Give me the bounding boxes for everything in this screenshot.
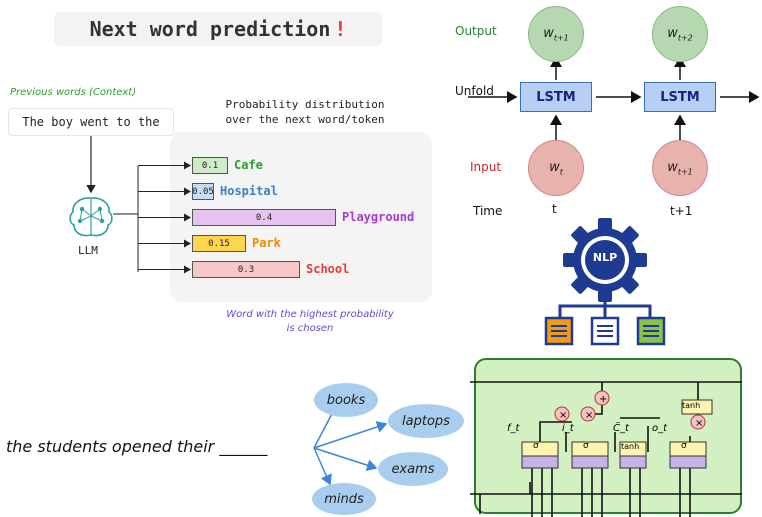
svg-text:×: × xyxy=(559,410,567,421)
probability-bar-label: Hospital xyxy=(220,184,278,198)
nlp-gear-icon xyxy=(544,218,666,346)
gate-label-o: o_t xyxy=(652,423,668,434)
probability-bar-label: Playground xyxy=(342,210,415,224)
input-node-1: wt xyxy=(528,140,584,196)
word-bubble-exams: exams xyxy=(378,452,448,486)
svg-text:×: × xyxy=(695,418,703,429)
example-sentence: the students opened their ______ xyxy=(6,437,268,456)
word-bubble-minds: minds xyxy=(312,483,376,515)
output-node-2: wt+2 xyxy=(652,6,708,62)
probability-bar: 0.15 xyxy=(192,235,246,252)
lstm-cell-wiring: × + × × xyxy=(470,381,742,517)
input-node-2: wt+1 xyxy=(652,140,708,196)
output-node-1: wt+1 xyxy=(528,6,584,62)
output-label: Output xyxy=(455,24,497,38)
gate-label-i: i_t xyxy=(562,423,574,434)
probability-bar: 0.05 xyxy=(192,183,214,200)
time-step-2: t+1 xyxy=(670,204,693,218)
probability-bar: 0.4 xyxy=(192,209,336,226)
lstm-cell-2: LSTM xyxy=(644,82,716,112)
probability-bar-label: Cafe xyxy=(234,158,263,172)
word-bubble-books: books xyxy=(314,383,378,417)
brain-icon xyxy=(69,197,113,237)
probability-bar: 0.1 xyxy=(192,157,228,174)
lstm-cell-1: LSTM xyxy=(520,82,592,112)
probability-bar: 0.3 xyxy=(192,261,300,278)
exclamation-mark: ! xyxy=(334,17,347,41)
gate-label-c: C̃_t xyxy=(613,423,629,434)
tanh-output-label: tanh xyxy=(682,401,701,410)
svg-text:×: × xyxy=(585,410,593,421)
probability-bar-label: School xyxy=(306,262,350,276)
selection-note: Word with the highest probability is cho… xyxy=(226,309,394,334)
llm-label: LLM xyxy=(78,244,98,257)
context-text: The boy went to the xyxy=(8,108,174,136)
time-step-1: t xyxy=(552,202,557,216)
context-label: Previous words (Context) xyxy=(10,87,137,98)
unfold-label: Unfold xyxy=(455,84,494,98)
nlp-label: NLP xyxy=(592,251,618,264)
sigma-f-label: σ xyxy=(533,441,539,451)
time-label: Time xyxy=(473,204,503,218)
sigma-o-label: σ xyxy=(681,441,687,451)
svg-text:+: + xyxy=(599,394,607,405)
sigma-i-label: σ xyxy=(583,441,589,451)
page-title: Next word prediction! xyxy=(54,12,382,46)
word-bubble-laptops: laptops xyxy=(388,404,464,438)
gate-label-f: f_t xyxy=(507,423,520,434)
probability-bar-label: Park xyxy=(252,236,281,250)
probability-title: Probability distribution over the next w… xyxy=(225,98,385,126)
tanh-candidate-label: tanh xyxy=(621,442,640,451)
input-label: Input xyxy=(470,160,502,174)
